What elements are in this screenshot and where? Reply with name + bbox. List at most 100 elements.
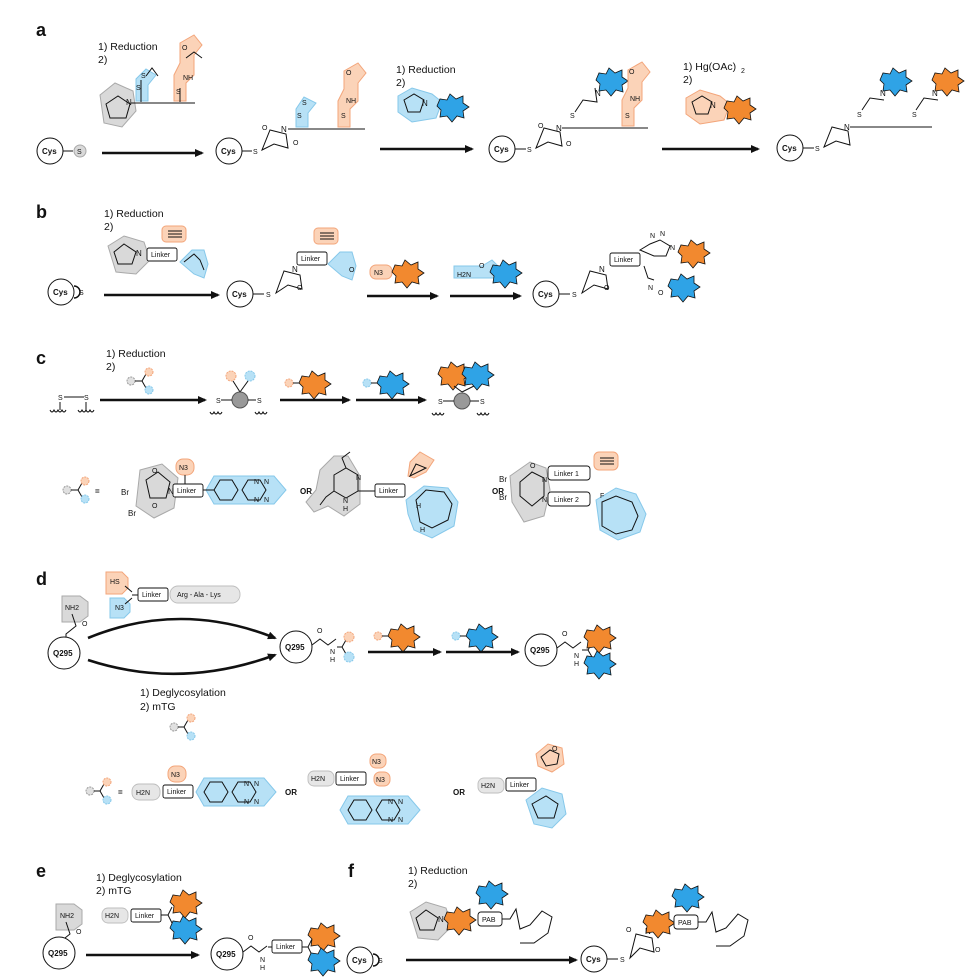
svg-text:S: S — [815, 146, 820, 153]
svg-text:Linker: Linker — [142, 592, 162, 599]
product-d1: Q295 O N H — [279, 628, 355, 664]
svg-text:N: N — [292, 265, 298, 274]
product-a3: Cys S N S N S N — [776, 67, 965, 162]
svg-text:Linker: Linker — [614, 257, 634, 264]
svg-text:N: N — [281, 125, 287, 134]
svg-text:N: N — [422, 99, 428, 108]
reagent-d-lower — [169, 713, 196, 741]
svg-text:S: S — [84, 395, 89, 402]
q295-start-e: NH2 O Q295 — [42, 903, 83, 970]
reagent-b3: H2N O — [453, 259, 523, 289]
svg-text:N: N — [254, 781, 259, 788]
svg-text:NH2: NH2 — [65, 605, 79, 612]
payload-star-orange — [677, 239, 711, 269]
panel-b-step1-line1: 1) Reduction — [104, 208, 164, 220]
svg-text:S: S — [625, 113, 630, 120]
arrow-d-lower — [87, 653, 277, 676]
svg-text:N: N — [254, 799, 259, 806]
svg-text:N: N — [932, 89, 938, 98]
reagent-d3 — [451, 623, 499, 653]
product-a1: Cys S N O O S S S NH O — [215, 62, 367, 165]
panel-a-step3-line2: 2) — [683, 74, 692, 86]
svg-text:N3: N3 — [372, 759, 381, 766]
svg-text:Linker: Linker — [151, 252, 171, 259]
svg-text:O: O — [479, 263, 485, 270]
cys-start-f: Cys S — [346, 946, 383, 974]
payload-star-blue — [475, 880, 509, 910]
svg-text:Q295: Q295 — [530, 646, 550, 655]
svg-text:S: S — [341, 113, 346, 120]
product-b2: Cys S N O Linker N N N N O — [532, 231, 711, 308]
svg-text:N: N — [264, 497, 269, 504]
panel-d-step-line2: 2) mTG — [140, 701, 176, 713]
svg-text:HS: HS — [110, 579, 120, 586]
svg-text:N: N — [356, 475, 361, 482]
svg-text:S: S — [79, 290, 84, 297]
reagent-a1: N S S S NH O — [99, 34, 203, 128]
svg-text:N3: N3 — [171, 772, 180, 779]
svg-text:N: N — [880, 89, 886, 98]
svg-text:F: F — [600, 493, 604, 500]
svg-text:H2N: H2N — [481, 783, 495, 790]
svg-text:Cys: Cys — [53, 288, 68, 297]
panel-d: d NH2 O Q295 HS N3 Linker Arg - Ala - Ly… — [36, 569, 617, 829]
payload-star-blue — [671, 883, 705, 913]
payload-star-blue — [583, 650, 617, 680]
payload-star-orange — [169, 889, 203, 919]
svg-text:S: S — [297, 113, 302, 120]
svg-text:S: S — [912, 112, 917, 119]
svg-text:S: S — [253, 149, 258, 156]
panel-f-step-line1: 1) Reduction — [408, 865, 468, 877]
svg-text:S: S — [266, 292, 271, 299]
svg-text:O: O — [152, 503, 158, 510]
panel-a-step2-line1: 1) Reduction — [396, 64, 456, 76]
svg-text:Cys: Cys — [42, 147, 57, 156]
svg-text:Cys: Cys — [232, 290, 247, 299]
product-e: Q295 O N H Linker — [210, 922, 341, 977]
panel-a-step1-line2: 2) — [98, 54, 107, 66]
payload-star-blue — [595, 67, 629, 97]
svg-text:=: = — [95, 487, 100, 496]
cys-start-b: Cys S — [47, 278, 84, 306]
svg-text:O: O — [346, 70, 352, 77]
svg-text:N: N — [556, 124, 562, 133]
svg-text:N: N — [398, 817, 403, 824]
svg-text:Linker: Linker — [340, 776, 360, 783]
svg-text:H: H — [330, 657, 335, 664]
svg-text:N3: N3 — [115, 605, 124, 612]
svg-text:N: N — [844, 123, 850, 132]
svg-text:N: N — [126, 98, 132, 107]
svg-text:S: S — [572, 292, 577, 299]
payload-star-blue — [879, 67, 913, 97]
svg-text:H: H — [416, 503, 421, 510]
product-a2: Cys S N O O S N S NH O — [488, 61, 651, 163]
svg-text:O: O — [629, 69, 635, 76]
svg-text:Cys: Cys — [494, 145, 509, 154]
svg-text:Linker: Linker — [301, 256, 321, 263]
svg-text:N: N — [398, 799, 403, 806]
svg-text:Cys: Cys — [538, 290, 553, 299]
svg-text:Cys: Cys — [782, 144, 797, 153]
svg-text:Cys: Cys — [221, 147, 236, 156]
panel-e: e 1) Deglycosylation 2) mTG NH2 O Q295 H… — [36, 861, 341, 977]
payload-star-blue — [169, 915, 203, 945]
svg-text:Cys: Cys — [586, 955, 601, 964]
svg-text:H: H — [420, 527, 425, 534]
panel-e-letter: e — [36, 861, 46, 881]
reagent-c2 — [284, 370, 332, 400]
svg-text:OR: OR — [285, 788, 297, 797]
svg-text:N: N — [254, 479, 259, 486]
svg-text:S: S — [378, 958, 383, 965]
svg-text:H: H — [343, 506, 348, 513]
svg-text:N: N — [650, 233, 655, 240]
panel-c-step1-line2: 2) — [106, 361, 115, 373]
svg-text:NH: NH — [183, 75, 193, 82]
svg-text:O: O — [530, 463, 536, 470]
svg-text:Linker: Linker — [135, 913, 155, 920]
svg-text:NH: NH — [346, 98, 356, 105]
product-f: Cys S N O O PAB — [580, 883, 749, 973]
product-d2: Q295 O N H — [524, 624, 617, 680]
svg-text:Linker 1: Linker 1 — [554, 471, 579, 478]
svg-text:S: S — [58, 395, 63, 402]
payload-star-blue — [489, 259, 523, 289]
